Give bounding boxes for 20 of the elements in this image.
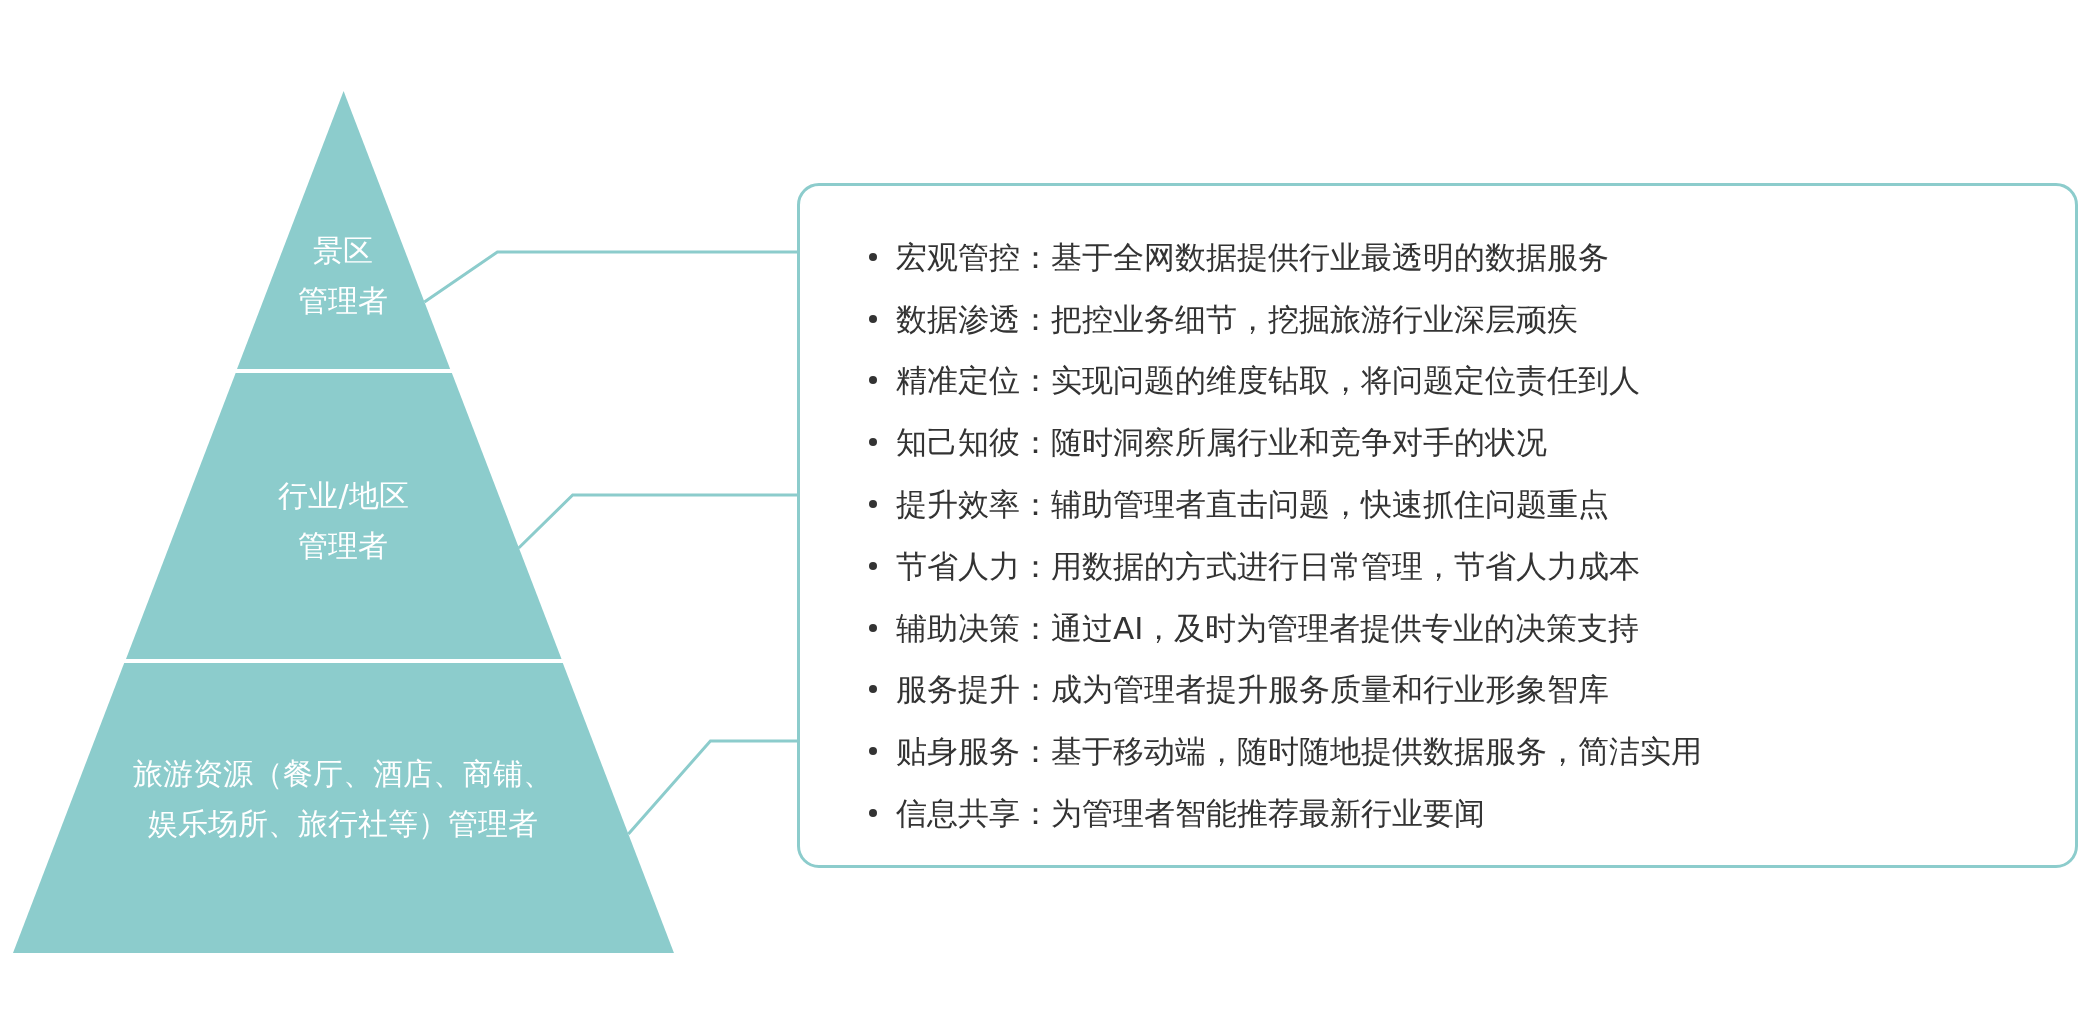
connector-line — [423, 250, 797, 304]
connector-line — [627, 739, 797, 835]
bullet-text: 服务提升：成为管理者提升服务质量和行业形象智库 — [896, 670, 1609, 710]
pyramid-tier — [13, 663, 674, 953]
bullet-text: 节省人力：用数据的方式进行日常管理，节省人力成本 — [896, 546, 1640, 586]
bullet-text: 数据渗透：把控业务细节，挖掘旅游行业深层顽疾 — [896, 299, 1578, 339]
bullet-text: 信息共享：为管理者智能推荐最新行业要闻 — [896, 794, 1485, 834]
bullet-text: 知己知彼：随时洞察所属行业和竞争对手的状况 — [896, 423, 1547, 463]
bullet-text: 宏观管控：基于全网数据提供行业最透明的数据服务 — [896, 237, 1609, 277]
tier-label: 旅游资源（餐厅、酒店、商铺、娱乐场所、旅行社等）管理者 — [132, 755, 555, 843]
tier-label: 行业/地区管理者 — [277, 477, 410, 565]
tier-label: 景区管理者 — [297, 232, 390, 320]
bullet-text: 精准定位：实现问题的维度钻取，将问题定位责任到人 — [896, 361, 1640, 401]
info-panel — [797, 183, 2078, 868]
bullet-text: 辅助决策：通过AI，及时为管理者提供专业的决策支持 — [896, 608, 1640, 648]
connector-line — [517, 493, 797, 550]
bullet-text: 贴身服务：基于移动端，随时随地提供数据服务，简洁实用 — [896, 732, 1702, 772]
pyramid-tier — [125, 373, 562, 659]
bullet-text: 提升效率：辅助管理者直击问题，快速抓住问题重点 — [896, 485, 1609, 525]
pyramid-tier — [236, 91, 451, 369]
